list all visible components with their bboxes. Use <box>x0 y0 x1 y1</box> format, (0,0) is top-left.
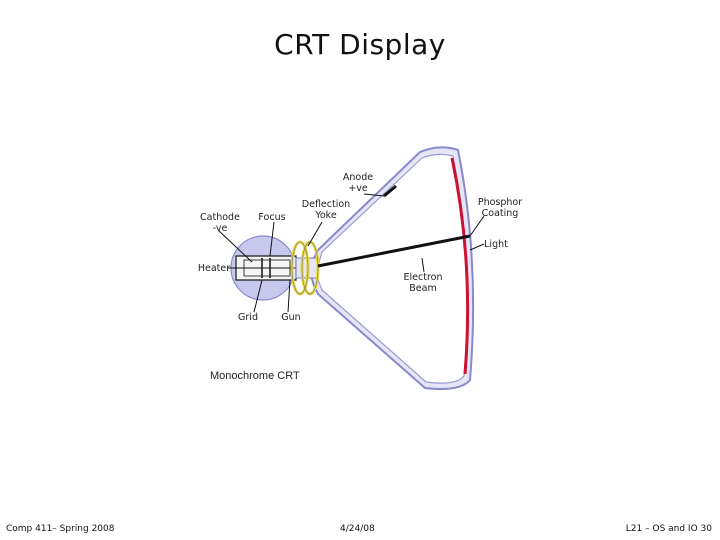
label-phosphor-coating: Phosphor Coating <box>477 197 523 219</box>
footer-left: Comp 411– Spring 2008 <box>6 524 115 534</box>
label-anode: Anode +ve <box>342 172 374 194</box>
electron-beam <box>317 234 471 268</box>
footer-center: 4/24/08 <box>340 524 375 534</box>
label-electron-beam: Electron Beam <box>403 272 443 294</box>
label-focus: Focus <box>258 212 286 223</box>
label-cathode: Cathode -ve <box>200 212 240 234</box>
label-grid: Grid <box>238 312 258 323</box>
label-light: Light <box>484 239 508 250</box>
diagram-caption: Monochrome CRT <box>210 370 300 382</box>
label-deflection-yoke: Deflection Yoke <box>301 199 351 221</box>
slide-title: CRT Display <box>274 28 446 61</box>
label-heater: Heater <box>197 263 231 274</box>
label-gun: Gun <box>281 312 301 323</box>
phosphor-coating-line <box>450 157 470 375</box>
anode-connector <box>383 184 397 198</box>
footer-right: L21 – OS and IO 30 <box>625 524 712 534</box>
